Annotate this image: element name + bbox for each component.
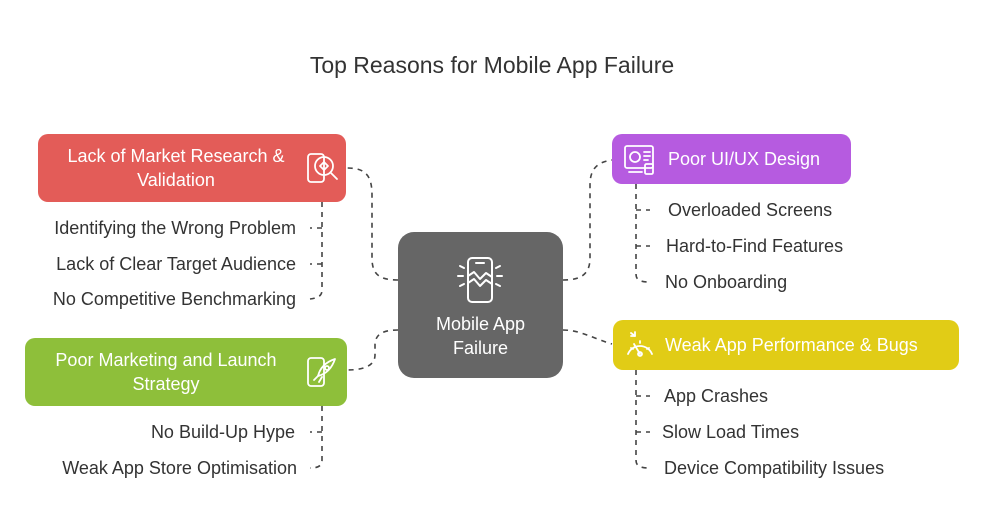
list-item: Overloaded Screens (668, 200, 833, 220)
branch-marketing-line1: Poor Marketing and Launch (55, 350, 277, 370)
center-label: Mobile App Failure (398, 312, 563, 360)
branch-performance-label: Weak App Performance & Bugs (665, 335, 918, 355)
connector-center-research (346, 167, 399, 281)
connector-research-items (309, 202, 323, 300)
branch-performance: Weak App Performance & Bugs (613, 320, 959, 370)
list-item: No Build-Up Hype (150, 422, 295, 442)
design-layout-icon (624, 145, 654, 175)
list-item: Slow Load Times (662, 422, 800, 442)
connector-center-performance (562, 329, 613, 345)
speedometer-icon (627, 331, 653, 357)
branch-design-label: Poor UI/UX Design (668, 149, 821, 169)
list-item: Weak App Store Optimisation (62, 458, 297, 478)
smartphone-broken-icon (457, 257, 503, 303)
list-item: App Crashes (664, 386, 769, 406)
list-item: No Onboarding (665, 272, 788, 292)
branch-market-research-label: Lack of Market Research & Validation (46, 144, 306, 192)
diagram-title: Top Reasons for Mobile App Failure (309, 52, 675, 78)
branch-marketing-line2: Strategy (132, 374, 200, 394)
branch-design: Poor UI/UX Design (612, 134, 851, 184)
connector-center-design (562, 159, 613, 281)
branch-market-research: Lack of Market Research & Validation (38, 134, 346, 202)
branch-marketing: Poor Marketing and Launch Strategy (25, 338, 347, 406)
list-item: Hard-to-Find Features (666, 236, 844, 256)
center-label-line2: Failure (452, 338, 509, 358)
branch-marketing-label: Poor Marketing and Launch Strategy (33, 348, 299, 396)
connector-marketing-items (309, 406, 323, 469)
list-item: No Competitive Benchmarking (52, 289, 296, 309)
connector-design-items (635, 184, 651, 283)
branch-market-research-line2: Validation (137, 170, 215, 190)
branch-market-research-line1: Lack of Market Research & (67, 146, 285, 166)
connector-performance-items (635, 370, 651, 469)
center-label-line1: Mobile App (435, 314, 526, 334)
research-magnifier-icon (307, 153, 338, 183)
connector-center-marketing (346, 329, 399, 371)
center-node: Mobile App Failure (398, 232, 563, 378)
rocket-phone-icon (307, 357, 336, 387)
list-item: Identifying the Wrong Problem (54, 218, 296, 238)
list-item: Device Compatibility Issues (664, 458, 885, 478)
list-item: Lack of Clear Target Audience (56, 254, 296, 274)
